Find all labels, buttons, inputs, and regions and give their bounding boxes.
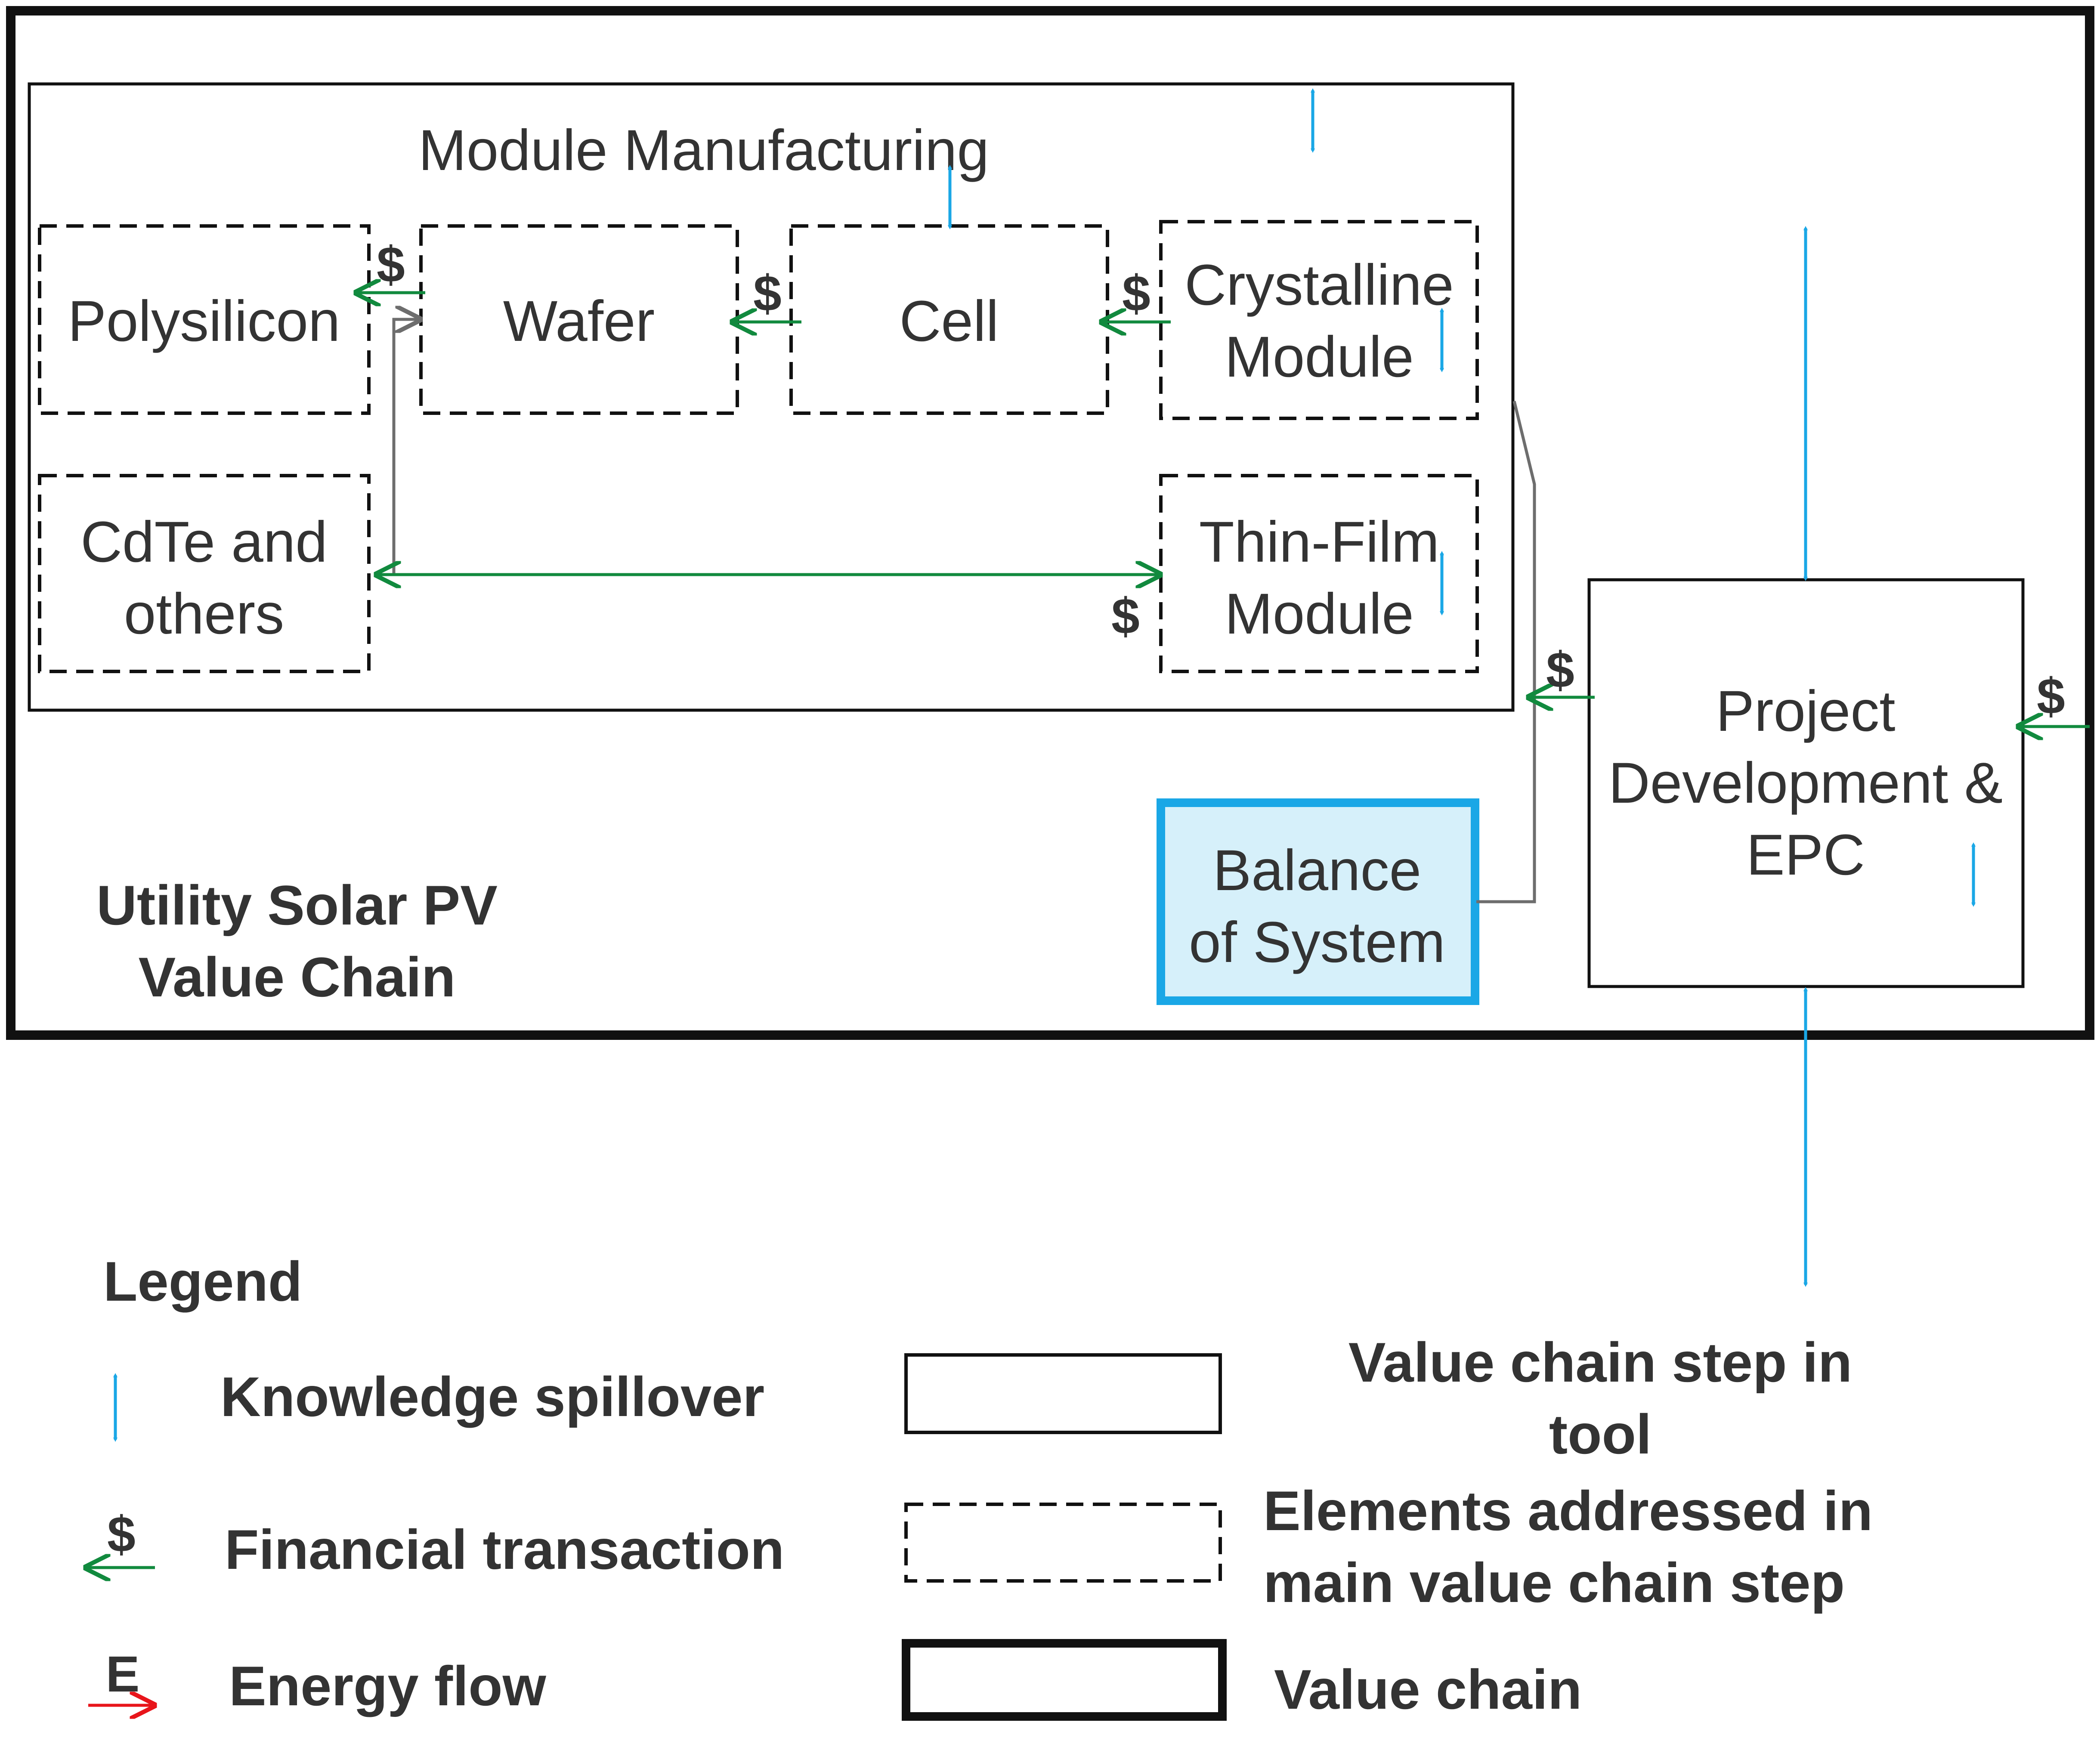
- value-chain-title-1: Utility Solar PV: [96, 874, 498, 937]
- thin-film-module-step: [1159, 474, 1479, 673]
- polysilicon-label: Polysilicon: [68, 289, 340, 353]
- project-development-step: [1587, 578, 2025, 988]
- legend-energy-flow: Energy flow: [229, 1655, 547, 1717]
- crystalline-module-label-2: Module: [1225, 325, 1414, 389]
- thin-film-module-label-1: Thin-Film: [1199, 510, 1439, 574]
- project-development-label-3: EPC: [1746, 823, 1865, 887]
- legend-solid-box: [904, 1353, 1222, 1434]
- crystalline-module-step: [1159, 220, 1479, 420]
- cell-label: Cell: [900, 289, 999, 353]
- dollar-icon: $: [1111, 588, 1140, 645]
- legend-dashed-box: [904, 1503, 1222, 1583]
- crystalline-module-label-1: Crystalline: [1185, 253, 1454, 317]
- project-development-label-1: Project: [1716, 679, 1895, 743]
- dollar-icon: $: [107, 1506, 136, 1563]
- cdte-label-1: CdTe and: [80, 510, 328, 574]
- legend-solid-box-label-2: tool: [1549, 1403, 1652, 1466]
- thin-film-module-label-2: Module: [1225, 582, 1414, 646]
- polysilicon-wafer-connector: [392, 319, 420, 575]
- module-bos-connector: [1476, 401, 1536, 903]
- dollar-icon: $: [753, 265, 782, 322]
- legend-title: Legend: [103, 1250, 302, 1313]
- balance-of-system-step: [1157, 798, 1479, 1005]
- cdte-label-2: others: [124, 582, 284, 646]
- legend-dashed-box-label-1: Elements addressed in: [1263, 1479, 1873, 1542]
- balance-of-system-label-1: Balance: [1213, 838, 1421, 903]
- dollar-icon: $: [377, 236, 405, 293]
- polysilicon-step: [38, 224, 371, 415]
- value-chain-box: [6, 6, 2094, 1040]
- legend-thick-box: [902, 1639, 1227, 1721]
- value-chain-title-2: Value Chain: [139, 946, 456, 1008]
- legend-solid-box-label-1: Value chain step in: [1348, 1331, 1852, 1394]
- module-manufacturing-box: [28, 82, 1515, 712]
- dollar-icon: $: [1122, 265, 1151, 322]
- module-manufacturing-label: Module Manufacturing: [418, 118, 989, 182]
- energy-icon: E: [106, 1646, 140, 1703]
- balance-of-system-label-2: of System: [1189, 910, 1445, 974]
- dollar-icon: $: [2037, 668, 2065, 725]
- dollar-icon: $: [1546, 642, 1574, 699]
- cdte-step: [38, 474, 371, 673]
- legend-financial-transaction: Financial transaction: [225, 1518, 784, 1581]
- wafer-label: Wafer: [503, 289, 655, 353]
- legend: Legend Knowledge spillover $ Financial t…: [86, 1250, 1873, 1721]
- legend-dashed-box-label-2: main value chain step: [1263, 1551, 1845, 1614]
- legend-thick-box-label: Value chain: [1274, 1658, 1582, 1721]
- project-development-label-2: Development &: [1608, 751, 2003, 815]
- legend-knowledge-spillover: Knowledge spillover: [220, 1365, 764, 1428]
